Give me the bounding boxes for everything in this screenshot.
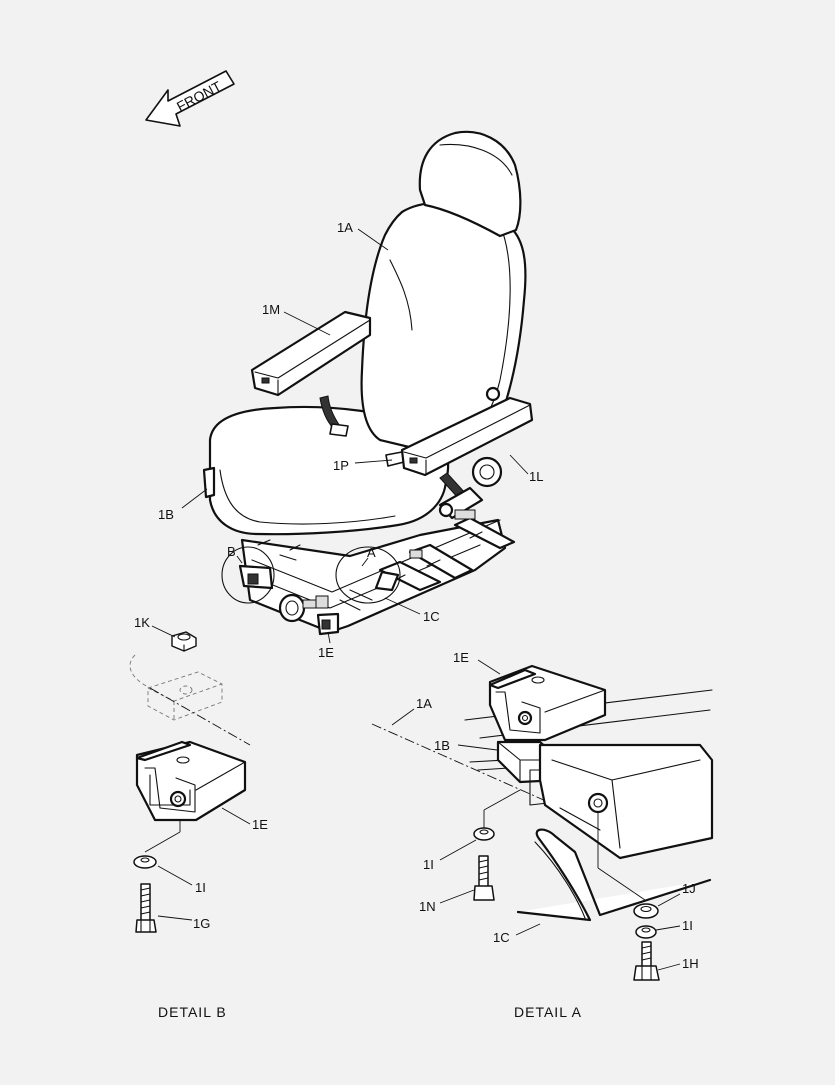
main-callouts: 1A 1M 1P 1L 1B B A 1C 1E: [158, 220, 543, 660]
washer-1i-det-a-left: [473, 827, 495, 841]
nut-1k: [171, 631, 197, 652]
callout-1j: 1J: [682, 881, 696, 896]
right-armrest: [400, 386, 534, 520]
mounting-plate-1c-detail-a: [516, 828, 712, 922]
detail-a-circle: [335, 546, 401, 604]
seat-base: [238, 516, 516, 636]
callout-1e-det-b: 1E: [252, 817, 268, 832]
callout-1c-main: 1C: [423, 609, 440, 624]
bolt-1h: [633, 941, 660, 981]
bolt-1n: [473, 855, 495, 901]
seat-headrest: [418, 130, 522, 238]
callout-1n: 1N: [419, 899, 436, 914]
callout-1p: 1P: [333, 458, 349, 473]
callout-1g: 1G: [193, 916, 210, 931]
callout-1l: 1L: [529, 469, 543, 484]
callout-1e-main: 1E: [318, 645, 334, 660]
callout-b-circle: B: [227, 544, 236, 559]
callout-1a-main: 1A: [337, 220, 353, 235]
callout-1c-det-a: 1C: [493, 930, 510, 945]
washer-1i-det-a-right: [635, 925, 657, 939]
rail-channel-detail-b: [135, 740, 247, 822]
callout-a-circle: A: [367, 545, 376, 560]
detail-b-view: 1K 1E 1I 1: [129, 615, 268, 1020]
detail-a-view: 1E 1A 1B 1C: [371, 650, 714, 1020]
lower-channel-detail-a: [538, 743, 714, 860]
callout-1m: 1M: [262, 302, 280, 317]
callout-1i-det-a-right: 1I: [682, 918, 693, 933]
washer-1j: [633, 903, 659, 919]
caption-detail-a: DETAIL A: [514, 1004, 582, 1020]
front-arrow-label: FRONT: [174, 78, 224, 115]
callout-1i-det-b: 1I: [195, 880, 206, 895]
caption-detail-b: DETAIL B: [158, 1004, 227, 1020]
bolt-1g: [135, 883, 157, 933]
callout-1k: 1K: [134, 615, 150, 630]
callout-1b-det-a: 1B: [434, 738, 450, 753]
rail-channel-detail-a: [488, 664, 607, 742]
seat-main-view: 1A 1M 1P 1L 1B B A 1C 1E: [158, 130, 543, 660]
washer-1i-det-b: [133, 855, 157, 869]
left-armrest: [250, 310, 372, 397]
callout-1i-det-a-left: 1I: [423, 857, 434, 872]
callout-1b-main: 1B: [158, 507, 174, 522]
front-arrow: FRONT: [145, 70, 235, 127]
detail-b-circle: [221, 546, 275, 604]
callout-1h: 1H: [682, 956, 699, 971]
callout-1e-det-a: 1E: [453, 650, 469, 665]
callout-1a-det-a: 1A: [416, 696, 432, 711]
